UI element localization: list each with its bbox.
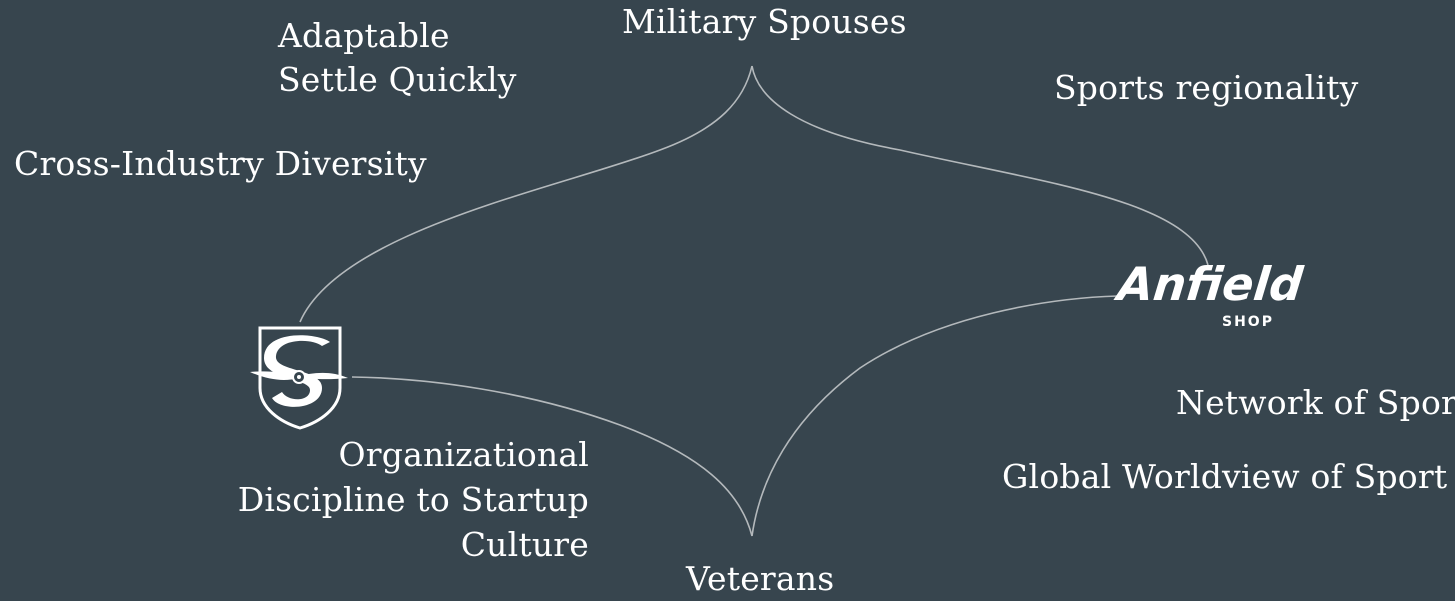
shield-s-propeller-icon [250,326,348,430]
connector-spouses-to-anfield [751,65,1209,266]
anfield-wordmark: Anfield [1115,257,1306,311]
org-discipline-line-3: Culture [460,525,589,564]
org-discipline-line-2: Discipline to Startup [237,480,589,519]
node-veterans: Veterans [686,559,835,598]
anfield-shop-label: SHOP [1222,314,1274,330]
attribute-adaptable: Adaptable [278,16,450,55]
attribute-global-worldview-of-sport: Global Worldview of Sport [1002,457,1448,496]
connector-veterans-to-anfield [751,295,1119,537]
connector-spouses-to-shield [299,65,753,323]
org-discipline-line-1: Organizational [338,435,589,474]
attribute-settle-quickly: Settle Quickly [278,60,517,99]
attribute-organizational-discipline: Organizational Discipline to Startup Cul… [238,432,589,567]
node-military-spouses: Military Spouses [622,2,907,41]
attribute-network-of-sport: Network of Sport [1176,383,1455,422]
attribute-sports-regionality: Sports regionality [1054,68,1359,107]
connector-veterans-to-shield [351,376,753,537]
attribute-cross-industry-diversity: Cross-Industry Diversity [14,144,427,183]
